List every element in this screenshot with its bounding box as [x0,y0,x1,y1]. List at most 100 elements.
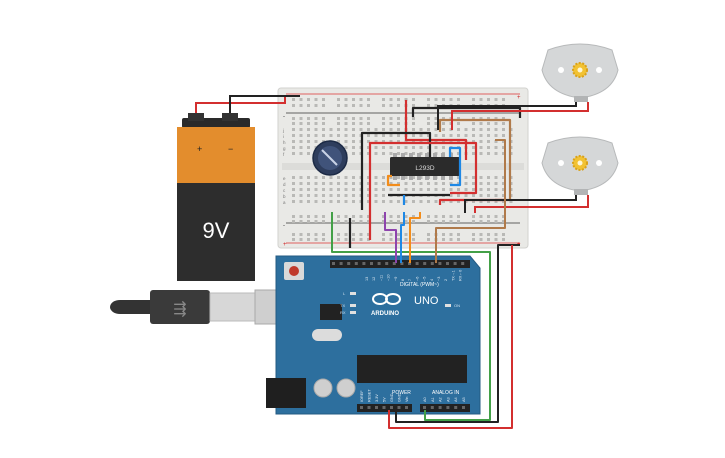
pin-label: ~9 [394,277,398,281]
wire-red-5v[interactable] [388,245,513,429]
header-hole [382,406,386,409]
led-tx [350,304,356,307]
chip-label: L293D [415,165,434,172]
wire-black-gnd[interactable] [395,244,520,423]
pin-label: GND [398,393,402,402]
l293d-chip[interactable]: L293D [390,153,460,180]
header-hole [400,262,404,265]
header-hole [408,262,411,265]
wire-orange-in[interactable] [386,174,400,187]
wire-battery-black[interactable] [229,95,300,113]
arduino-brand: ARDUINO [371,311,399,317]
pin-label: 13 [365,277,369,281]
row-letter: b [283,194,286,199]
pin-label: 8 [401,279,405,281]
dc-motor-bottom[interactable] [541,136,619,195]
wire-motor2-red[interactable] [474,195,589,213]
header-hole [454,406,458,409]
pin-label: RX←0 [459,270,463,281]
row-letter: f [283,152,285,157]
pin-label: 12 [372,277,376,281]
digital-header [330,260,470,268]
pin-label: RESET [368,389,372,402]
rail-minus-label-bottom: - [283,223,285,229]
header-hole [462,406,465,409]
crystal [312,329,342,341]
rail-plus-label-top-right: + [517,95,521,101]
header-hole [438,262,442,265]
wire-black-gnd-left[interactable] [360,131,432,210]
motor-top-hole-right [596,67,602,73]
led-on [445,304,451,307]
analog-header [420,404,470,412]
motor-wires [437,102,589,213]
dc-motor-top[interactable] [541,43,619,102]
chip-pin [393,176,397,180]
row-letter: d [283,182,286,187]
battery-9v[interactable]: + − 9V [177,113,255,281]
pin-label: ~5 [423,277,427,281]
pin-label: Vin [405,397,409,402]
capacitor-2 [336,378,356,398]
pin-label: ~11 [379,275,383,281]
pin-label: A0 [423,397,427,402]
pin-label: A1 [431,397,435,402]
header-hole [415,262,419,265]
arduino-uno[interactable]: L TX RX ON ARDUINO UNO DIGITAL (PWM~) PO… [266,255,481,415]
row-letter: i [283,134,284,139]
battery-wires [195,95,300,113]
header-hole [423,262,427,265]
pin-label: ~3 [437,277,441,281]
pin-label: ~6 [415,277,419,281]
header-hole [377,262,381,265]
usb-chip [320,304,342,320]
wire-blue-pin8[interactable] [400,212,405,263]
header-hole [367,406,371,409]
led-rx [350,311,356,314]
potentiometer[interactable] [312,140,348,176]
wire-green-a0[interactable] [331,212,491,421]
header-hole [453,262,457,265]
header-hole [362,262,366,265]
wire-blue-loop[interactable] [448,146,462,187]
motor-bottom-hole-left [558,160,564,166]
capacitor-1 [313,378,333,398]
pin-label: 3.3V [375,394,379,402]
wire-motor2-black[interactable] [464,195,577,213]
chip-pin [441,176,445,180]
wire-orange-pin6[interactable] [409,212,421,263]
header-holes [332,262,465,409]
wire-red-enable[interactable] [368,141,478,240]
wire-brown-pin3[interactable] [435,139,506,263]
wire-motor1-black[interactable] [437,102,577,130]
header-hole [385,262,389,265]
header-hole [430,406,434,409]
pin-label: TX→1 [451,270,455,281]
pin-label: IOREF [360,390,364,402]
power-header-label: POWER [392,390,411,396]
analog-header-label: ANALOG IN [432,390,460,396]
usb-plug-body [150,290,210,324]
arduino-model: UNO [414,295,439,307]
wire-red-vcc[interactable] [404,100,468,160]
usb-icon: ⇶ [173,300,186,318]
row-letter: g [283,146,286,151]
led-l [350,292,356,295]
battery-plus-label: + [197,144,202,154]
row-letter: c [283,188,286,193]
header-hole [339,262,343,265]
chip-pin [425,176,429,180]
header-hole [375,406,378,409]
chip-pin [433,153,437,157]
wire-motor1-red[interactable] [451,102,589,130]
pin-label: 5V [383,397,387,402]
wire-purple-pin9[interactable] [384,212,397,263]
header-hole [360,406,363,409]
header-hole [354,262,358,265]
reset-button-cap[interactable] [289,266,299,276]
wire-black-gnd-top[interactable] [411,106,522,118]
chip-pin [401,153,405,157]
header-hole [347,262,351,265]
